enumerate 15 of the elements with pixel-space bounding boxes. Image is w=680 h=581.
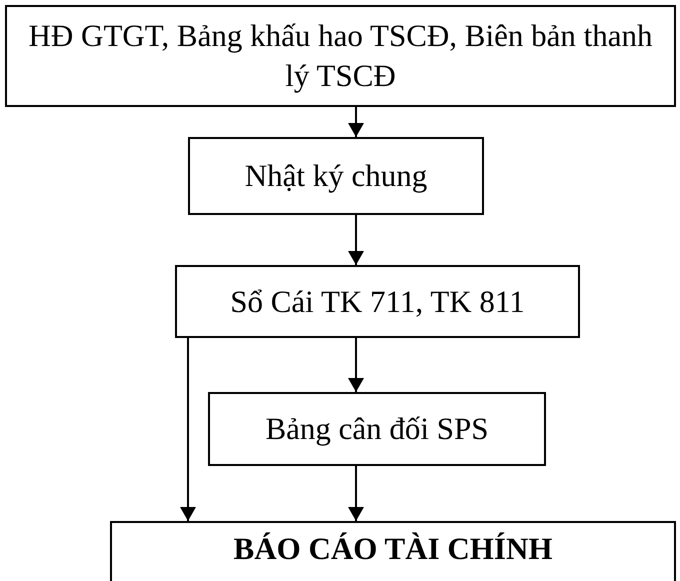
arrow: [348, 107, 364, 137]
box-label: Sổ Cái TK 711, TK 811: [229, 282, 526, 320]
box-label: BÁO CÁO TÀI CHÍNH: [232, 530, 554, 568]
process-box: [110, 521, 676, 581]
process-box: [175, 265, 580, 338]
box-label: Nhật ký chung: [244, 157, 428, 195]
box-label: Bảng cân đối SPS: [264, 410, 490, 448]
box-label: HĐ GTGT, Bảng khấu hao TSCĐ, Biên bản thanh lý TSCĐ: [28, 17, 654, 95]
process-box: [5, 5, 676, 107]
arrow: [348, 338, 364, 392]
process-box: [208, 392, 546, 466]
process-box: [188, 137, 484, 215]
arrow: [180, 338, 196, 521]
arrow: [348, 466, 364, 521]
arrow: [348, 215, 364, 265]
